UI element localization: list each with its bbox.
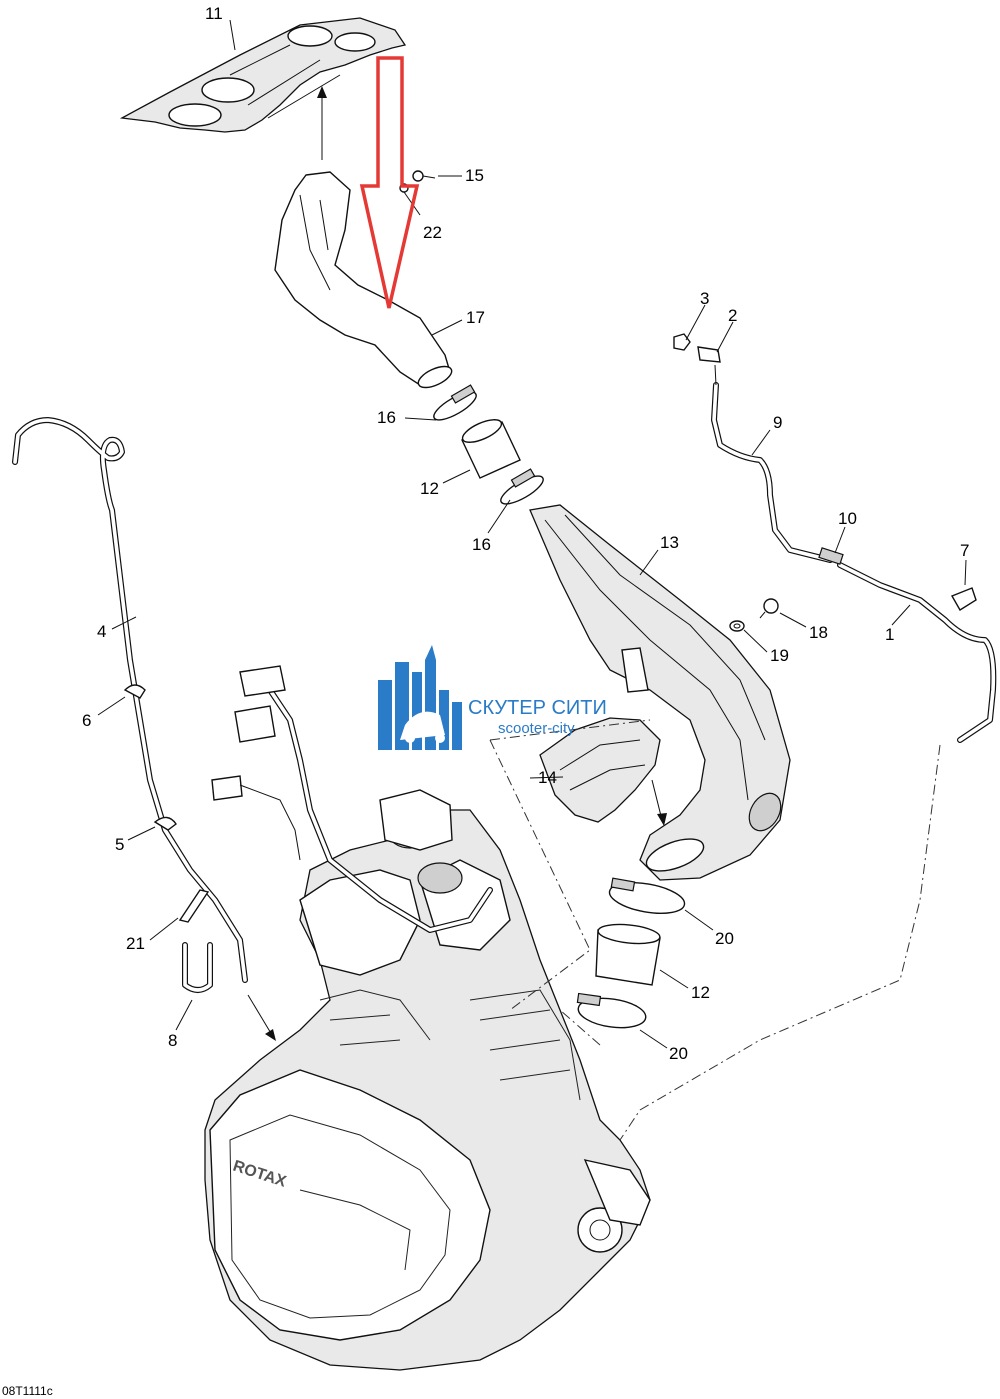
washer-part-19 [729,620,745,632]
callout-2: 2 [728,306,737,325]
bracket-part-21 [178,889,210,923]
vent-hose-part-4 [12,417,248,983]
drawing-code: 08T1111c [2,1384,53,1398]
callout-20-lower: 20 [669,1044,688,1063]
watermark: СКУТЕР СИТИ scooter-city [378,645,607,750]
callout-numbers: 11 15 22 17 3 2 16 9 12 16 13 10 7 18 1 … [82,4,969,1063]
clip-part-5 [153,816,177,831]
exhaust-pipe-part-17 [274,171,453,389]
clip-part-6 [123,684,146,699]
connector-part-10 [818,547,844,565]
callout-16-lower: 16 [472,535,491,554]
bolt-part-15 [412,170,436,182]
callout-17: 17 [466,308,485,327]
muffler-part-13 [529,504,791,881]
callout-15: 15 [465,166,484,185]
callout-13: 13 [660,533,679,552]
callout-12-upper: 12 [420,479,439,498]
clamp-part-20-upper [608,877,686,914]
callout-7: 7 [960,541,969,560]
callout-8: 8 [168,1031,177,1050]
callout-4: 4 [97,622,106,641]
highlight-arrow [359,56,420,309]
callout-21: 21 [126,934,145,953]
callout-18: 18 [809,623,828,642]
watermark-brand: СКУТЕР СИТИ [468,697,607,719]
bolt-part-18 [759,598,779,619]
clamp-part-16-lower [500,468,544,505]
callout-6: 6 [82,711,91,730]
leader-lines [97,19,967,1049]
callout-10: 10 [838,509,857,528]
sleeve-part-12-upper [461,419,521,479]
callout-5: 5 [115,835,124,854]
vent-hose-part-9 [711,382,833,563]
callout-12-lower: 12 [691,983,710,1002]
clip-part-7 [950,587,977,611]
u-hose-part-8 [182,942,213,993]
clamp-part-16-upper [433,384,477,421]
callout-3: 3 [700,289,709,308]
vent-hose-part-1 [837,562,997,743]
callout-19: 19 [770,646,789,665]
fitting-part-2 [697,346,721,386]
nut-part-3 [673,333,691,351]
city-skyline-logo [378,645,462,750]
callout-20-upper: 20 [715,929,734,948]
callout-22: 22 [423,223,442,242]
sleeve-part-12-lower [595,923,661,986]
callout-9: 9 [773,413,782,432]
direction-arrows [247,86,667,1041]
watermark-subtitle: scooter-city [498,720,575,737]
callout-1: 1 [885,625,894,644]
clamp-part-20-lower [576,992,647,1029]
engine-assembly: ROTAX [204,665,651,1371]
callout-11: 11 [205,4,223,23]
heat-guard-part-14 [539,717,661,823]
assembly-path-lines [489,719,941,1141]
heat-shield-part-11 [119,17,407,133]
callout-14: 14 [538,768,557,787]
callout-16-upper: 16 [377,408,396,427]
